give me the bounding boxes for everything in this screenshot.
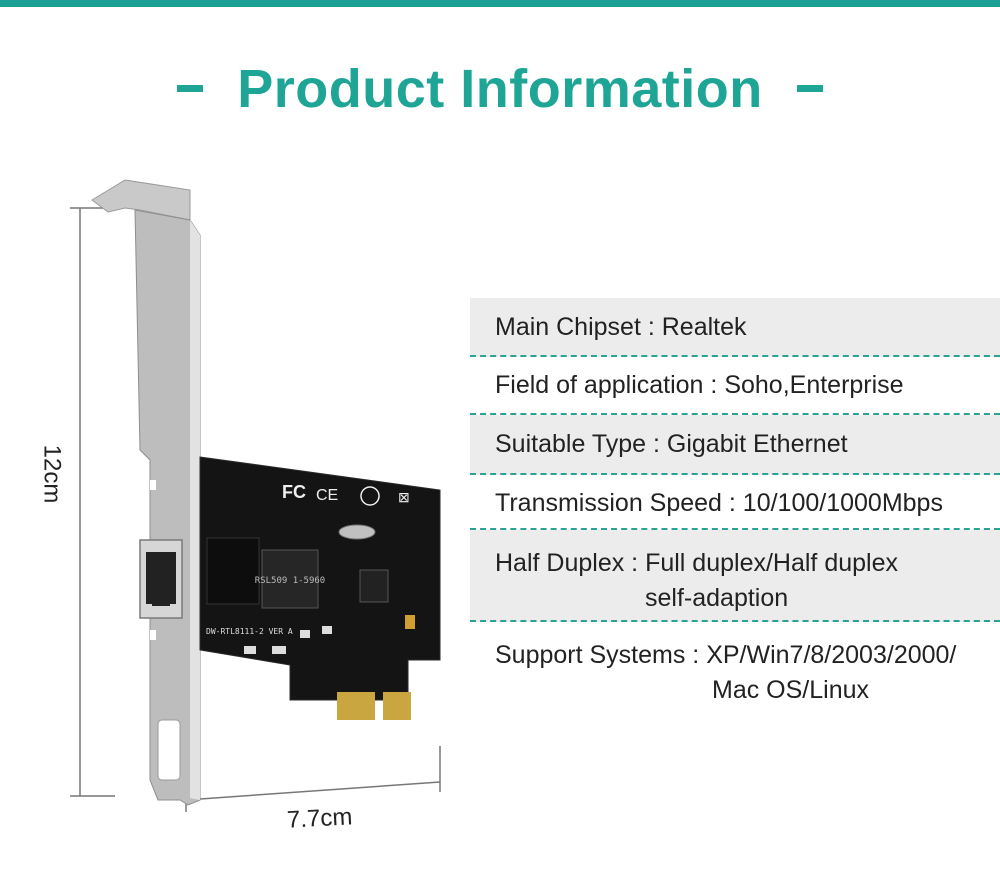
page-title-text: Product Information: [237, 59, 763, 119]
svg-text:FC: FC: [282, 482, 306, 502]
network-card-image: RSL509 1-5960 FC CE ⊠ DW-RTL8111-2 VER A: [70, 179, 441, 812]
spec-label: Suitable Type: [495, 430, 647, 458]
title-dash-left: [177, 85, 204, 93]
top-accent-bar: [0, 0, 1000, 7]
page-title: Product Information: [0, 58, 1000, 120]
svg-text:⊠: ⊠: [398, 489, 410, 505]
spec-label: Main Chipset: [495, 313, 641, 341]
spec-label: Transmission Speed: [495, 489, 722, 517]
spec-value: Soho,Enterprise: [724, 371, 904, 399]
spec-value: 10/100/1000Mbps: [742, 489, 943, 517]
spec-label: Field of application: [495, 371, 704, 399]
height-dimension-label: 12cm: [38, 444, 66, 504]
spec-value-continued: Mac OS/Linux: [712, 676, 870, 704]
spec-list: Main Chipset : Realtek Field of applicat…: [470, 298, 1000, 712]
board-model-marking: DW-RTL8111-2 VER A: [206, 627, 293, 636]
spec-value-continued: self-adaption: [645, 584, 789, 612]
spec-label: Support Systems: [495, 641, 686, 669]
spec-row-speed: Transmission Speed : 10/100/1000Mbps: [470, 475, 1000, 530]
chip-marking: RSL509 1-5960: [255, 576, 325, 586]
spec-row-systems: Support Systems : XP/Win7/8/2003/2000/ M…: [470, 622, 1000, 712]
spec-row-duplex: Half Duplex : Full duplex/Half duplex se…: [470, 530, 1000, 622]
spec-row-application: Field of application : Soho,Enterprise: [470, 357, 1000, 415]
spec-value: Full duplex/Half duplex: [645, 549, 898, 577]
svg-text:CE: CE: [316, 487, 338, 504]
spec-row-type: Suitable Type : Gigabit Ethernet: [470, 415, 1000, 475]
spec-value: Realtek: [661, 313, 747, 341]
main-chip: [261, 549, 319, 609]
spec-value: Gigabit Ethernet: [666, 430, 848, 458]
spec-row-chipset: Main Chipset : Realtek: [470, 298, 1000, 357]
metal-bracket: [134, 209, 201, 806]
pcie-contacts: [337, 692, 375, 720]
width-dimension-label: 7.7cm: [286, 803, 353, 834]
spec-label: Half Duplex: [495, 549, 625, 577]
width-dimension-line: [185, 781, 441, 801]
title-dash-right: [796, 85, 823, 93]
spec-value: XP/Win7/8/2003/2000/: [706, 641, 957, 669]
